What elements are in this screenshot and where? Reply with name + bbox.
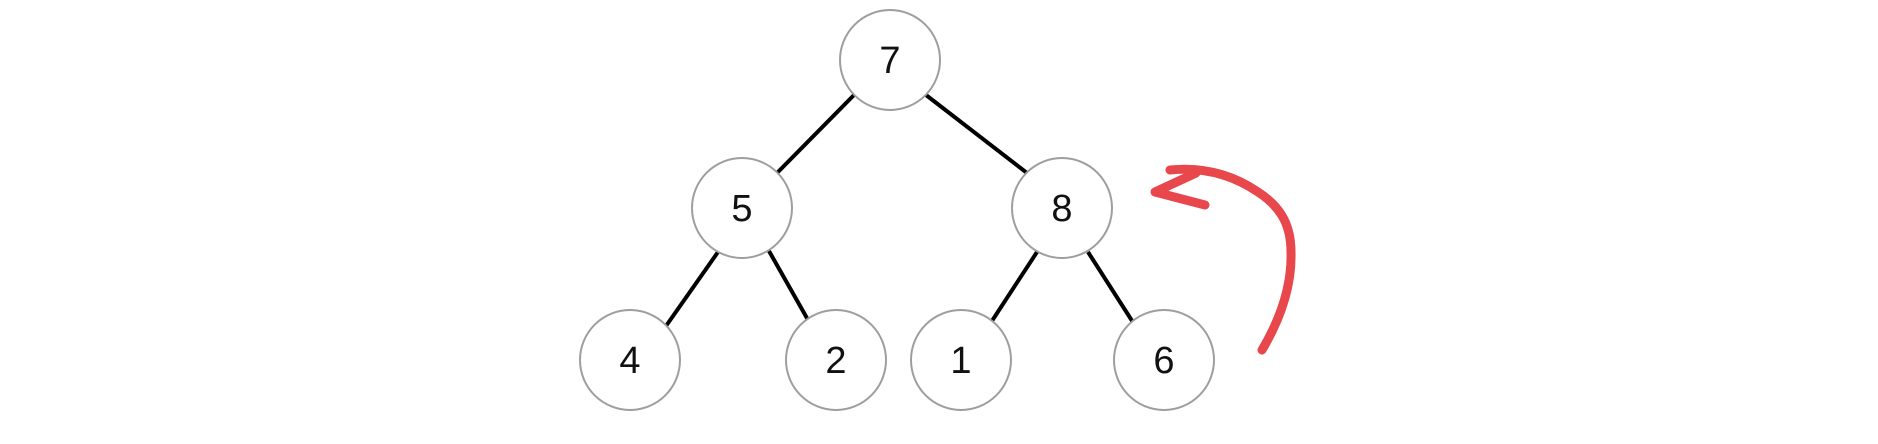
tree-node-label-4: 4 bbox=[619, 340, 640, 382]
tree-node-label-5: 5 bbox=[731, 188, 752, 230]
tree-node-4[interactable]: 4 bbox=[579, 309, 681, 411]
tree-node-label-1: 1 bbox=[950, 340, 971, 382]
tree-node-circle-5[interactable] bbox=[691, 157, 793, 259]
tree-node-circle-4[interactable] bbox=[579, 309, 681, 411]
tree-node-2[interactable]: 2 bbox=[785, 309, 887, 411]
tree-edge-n8-n1 bbox=[986, 250, 1039, 329]
tree-node-8[interactable]: 8 bbox=[1011, 157, 1113, 259]
tree-node-circle-1[interactable] bbox=[910, 309, 1012, 411]
tree-node-label-7: 7 bbox=[879, 40, 900, 82]
tree-nodes-group: 7 5 8 4 2 1 6 bbox=[579, 9, 1215, 411]
tree-node-label-2: 2 bbox=[825, 340, 846, 382]
tree-node-circle-8[interactable] bbox=[1011, 157, 1113, 259]
tree-node-7[interactable]: 7 bbox=[839, 9, 941, 111]
tree-node-1[interactable]: 1 bbox=[910, 309, 1012, 411]
tree-node-circle-2[interactable] bbox=[785, 309, 887, 411]
tree-node-label-8: 8 bbox=[1051, 188, 1072, 230]
tree-edge-n5-n2 bbox=[767, 250, 814, 328]
tree-node-circle-6[interactable] bbox=[1113, 309, 1215, 411]
tree-edge-n5-n4 bbox=[664, 250, 720, 328]
red-arrow-shaft bbox=[1165, 164, 1296, 355]
annotation-group bbox=[1150, 164, 1296, 355]
red-arrow-head-icon bbox=[1150, 168, 1210, 210]
tree-node-circle-7[interactable] bbox=[839, 9, 941, 111]
tree-edges-group bbox=[664, 93, 1138, 329]
tree-node-5[interactable]: 5 bbox=[691, 157, 793, 259]
tree-node-label-6: 6 bbox=[1153, 340, 1174, 382]
tree-edge-n8-n6 bbox=[1086, 250, 1138, 329]
tree-node-6[interactable]: 6 bbox=[1113, 309, 1215, 411]
tree-edge-n7-n5 bbox=[775, 93, 856, 175]
tree-edge-n7-n8 bbox=[924, 93, 1029, 175]
